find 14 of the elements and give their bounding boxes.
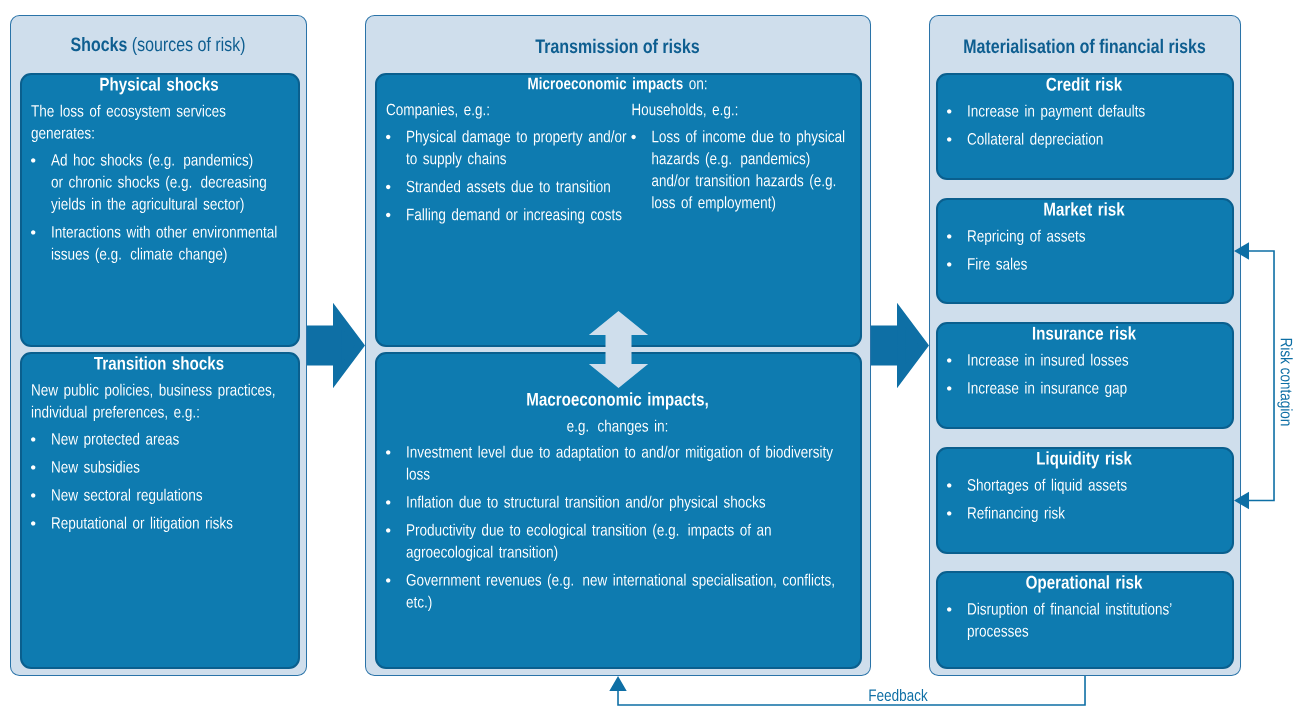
shock-box: Transition shocks New public policies, business practices, individual preferences, e.g.: New protected areas New subsidies New sectoral regulations Reputational or litigation risks [20, 352, 300, 669]
risk-box: Operational risk Disruption of financial institutions’ processes [936, 571, 1234, 669]
risk-box: Liquidity risk Shortages of liquid assets Refinancing risk [936, 447, 1234, 554]
risk-box: Insurance risk Increase in insured losses Increase in insurance gap [936, 322, 1234, 429]
risk-box: Credit risk Increase in payment defaults Collateral depreciation [936, 73, 1234, 180]
double-arrow [588, 311, 649, 388]
feedback-arrow [609, 675, 1086, 706]
impact-box: Macroeconomic impacts, e.g. changes in: Investment level due to adaptation to and/or mitigation of biodiversity loss Inflation due to structural transition and/or physical shocks Productivity due to ecological transition (e.g. impacts of an agroecological transition) Government revenues (e.g. new international specialisation, conflicts, etc.) [375, 352, 862, 669]
impact-box: Microeconomic impacts on: Companies, e.g.: Physical damage to property and/or to supply chains Stranded assets due to transition Falling demand or increasing costs Households, e.g.: Loss of income due to physical hazards (e.g. pandemics) and/or transition hazards (e.g. loss of employment) [375, 73, 862, 347]
bracket-arrow [1234, 242, 1275, 510]
edge-label: Feedback [867, 687, 929, 703]
edge-label: Risk contagion [1276, 336, 1294, 428]
shock-box: Physical shocks The loss of ecosystem services generates: Ad hoc shocks (e.g. pandemics) or chronic shocks (e.g. decreasing yields in the agricultural sector) Interactions with other environmental issues (e.g. climate change) [20, 73, 300, 347]
risk-box: Market risk Repricing of assets Fire sales [936, 198, 1234, 304]
